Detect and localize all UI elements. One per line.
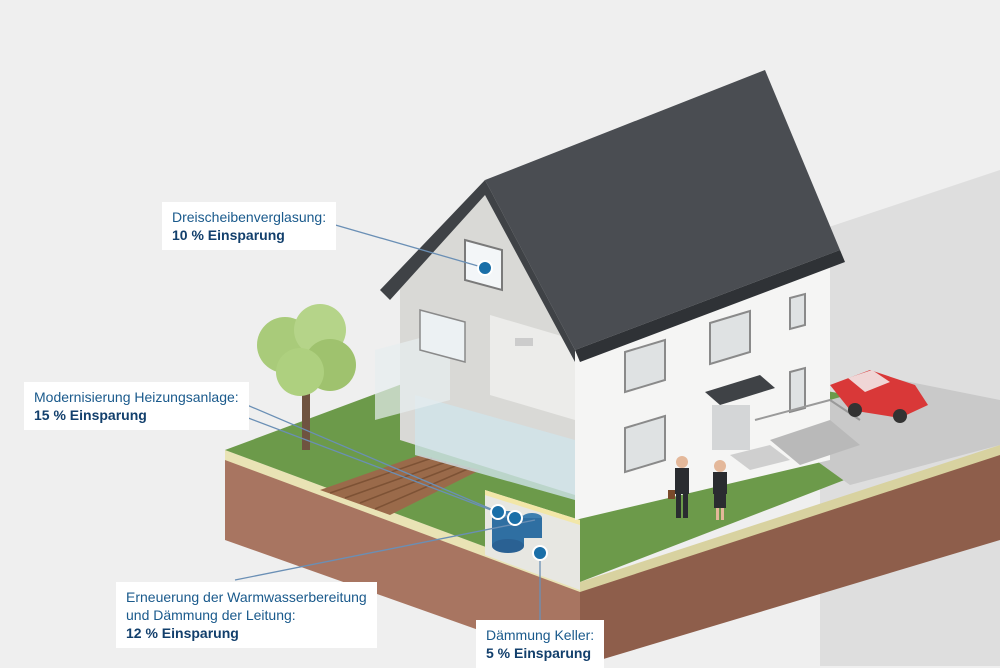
callout-glazing-saving: 10 % Einsparung bbox=[172, 227, 285, 243]
soil-stripe-right bbox=[580, 445, 1000, 592]
person-man bbox=[668, 456, 689, 518]
callout-basement: Dämmung Keller: 5 % Einsparung bbox=[476, 620, 605, 668]
basement-insulation bbox=[485, 490, 580, 525]
callout-hotwater-title-line1: Erneuerung der Warmwasserbereitung bbox=[126, 589, 367, 605]
callout-hotwater-saving: 12 % Einsparung bbox=[126, 625, 239, 641]
callout-hotwater: Erneuerung der Warmwasserbereitung und D… bbox=[116, 582, 377, 648]
heating-marker-dot bbox=[490, 504, 506, 520]
basement-marker-dot bbox=[532, 545, 548, 561]
callout-heating-title: Modernisierung Heizungsanlage: bbox=[34, 389, 239, 405]
leader-lines bbox=[234, 221, 541, 620]
callout-hotwater-title-line2: und Dämmung der Leitung: bbox=[126, 607, 296, 623]
callout-basement-saving: 5 % Einsparung bbox=[486, 645, 592, 661]
callout-basement-title: Dämmung Keller: bbox=[486, 627, 595, 643]
hotwater-marker-dot bbox=[507, 510, 523, 526]
car bbox=[830, 370, 928, 423]
callout-heating-saving: 15 % Einsparung bbox=[34, 407, 147, 423]
marker-dots bbox=[477, 260, 548, 561]
soil-left-face bbox=[225, 455, 580, 666]
terrace bbox=[320, 455, 480, 515]
glazing-marker-dot bbox=[477, 260, 493, 276]
soil-right-face bbox=[580, 450, 1000, 666]
callout-glazing: Dreischeibenverglasung: 10 % Einsparung bbox=[162, 202, 337, 250]
tree-trunk bbox=[302, 380, 310, 450]
person-woman bbox=[713, 460, 727, 520]
callout-heating: Modernisierung Heizungsanlage: 15 % Eins… bbox=[24, 382, 249, 430]
callout-glazing-title: Dreischeibenverglasung: bbox=[172, 209, 327, 225]
roof bbox=[485, 70, 840, 350]
